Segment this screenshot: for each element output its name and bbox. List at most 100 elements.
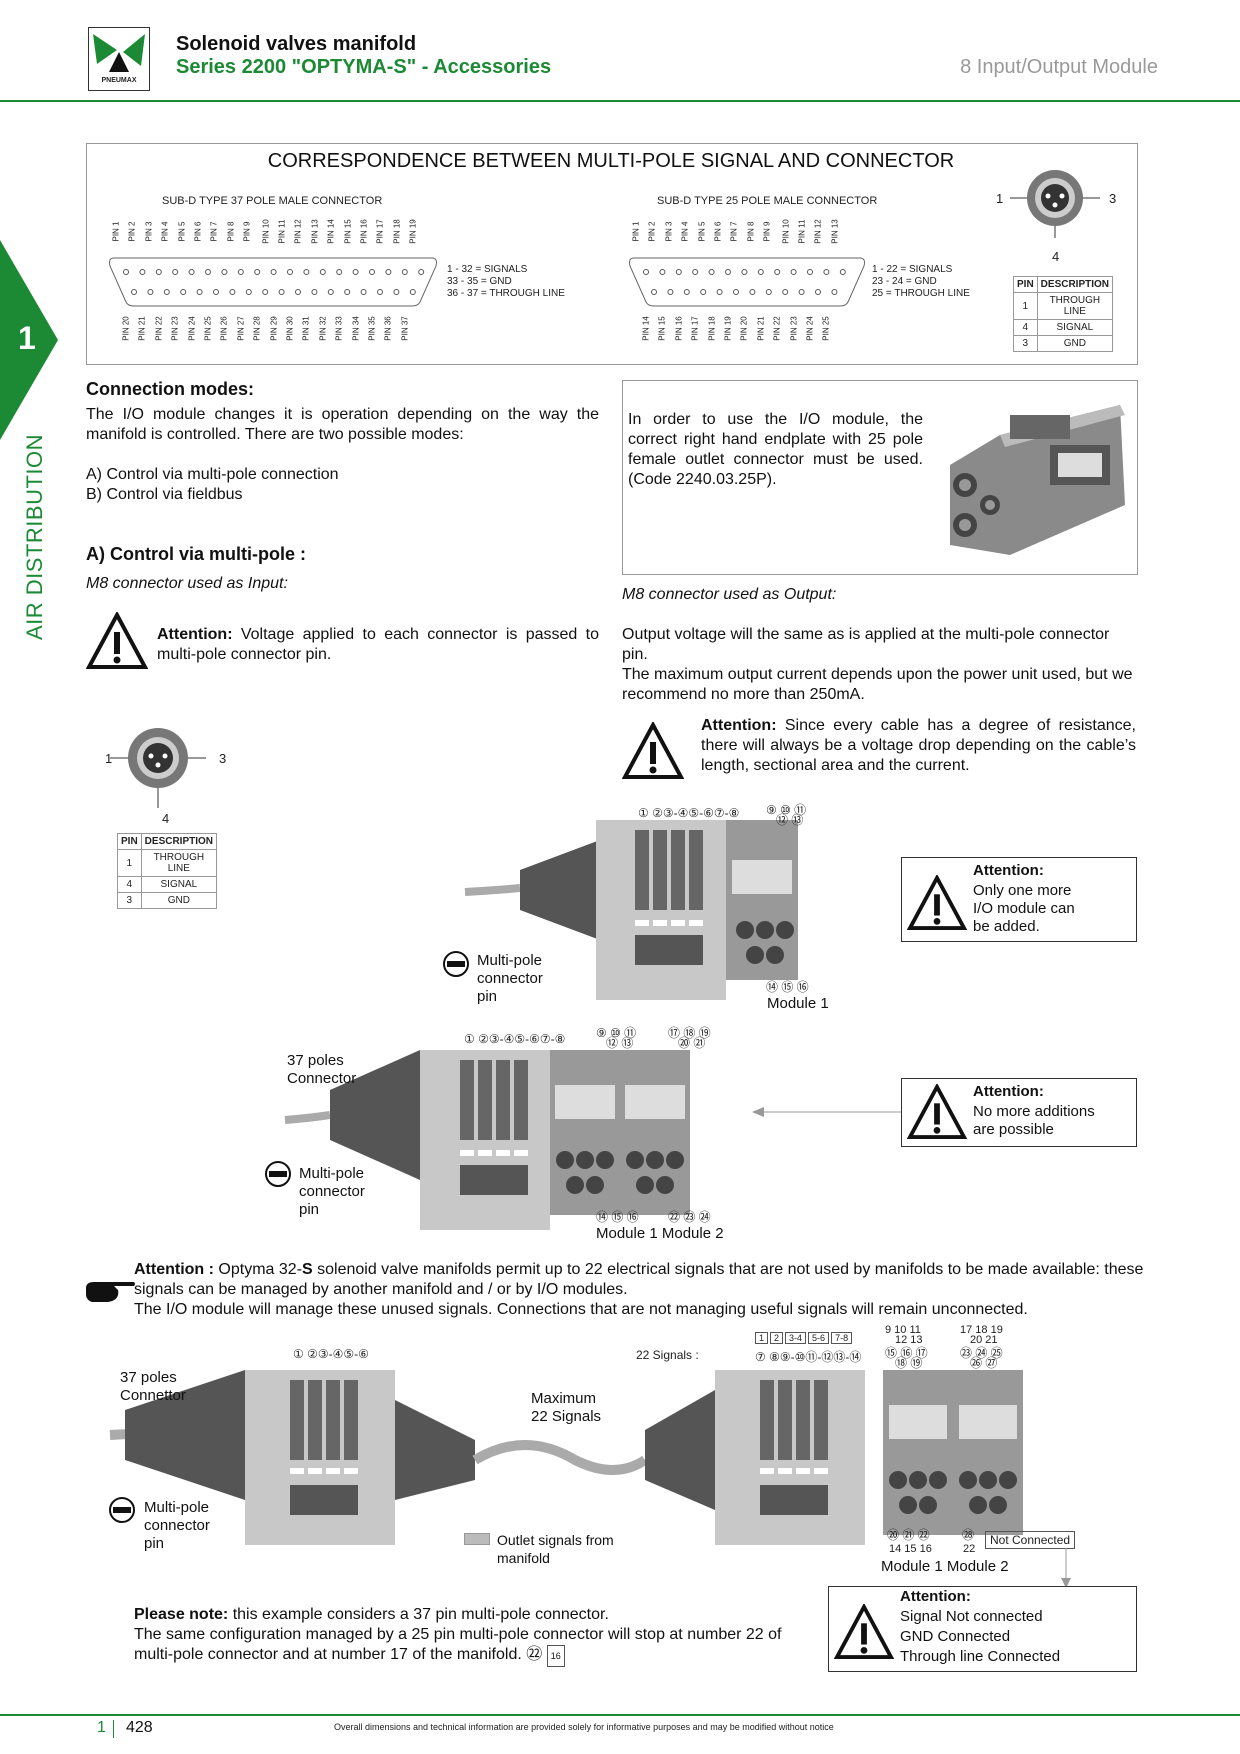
connector-pin-dot <box>303 269 310 275</box>
connector-pin-dot <box>659 269 666 275</box>
pin-label: PIN 21 <box>756 316 766 341</box>
pin-cell: 4 <box>1013 319 1038 336</box>
pin-label: PIN 10 <box>261 219 271 244</box>
d3-mod2-bottom: ㉘ <box>962 1528 975 1542</box>
attn-bold: Attention : <box>134 1261 214 1278</box>
desc-cell: GND <box>140 892 218 909</box>
correspondence-panel <box>86 143 1138 365</box>
pin-label: PIN 33 <box>334 316 344 341</box>
d3-mod1-mid2: ⑱ ⑲ <box>895 1356 923 1370</box>
connector-pin-dot <box>815 289 821 295</box>
m8-pin3-label: 3 <box>219 751 227 766</box>
pin-label: PIN 17 <box>690 316 700 341</box>
connector-pin-dot <box>733 289 739 295</box>
sq-num: 5-6 <box>808 1332 830 1344</box>
m8-pin3-label: 3 <box>1109 191 1117 206</box>
d2-connector-label: 37 poles Connector <box>287 1052 357 1087</box>
connector-pin-dot <box>237 269 244 275</box>
desc-cell: GND <box>1036 335 1114 352</box>
pin-label: PIN 14 <box>641 316 651 341</box>
brand-logo: PNEUMAX <box>88 27 150 91</box>
note-circle-num: ㉒ <box>526 1646 543 1663</box>
manifold-diagram-3 <box>109 1370 1023 1545</box>
attn-bold: Attention: <box>157 626 233 643</box>
outlet-signals-label: Outlet signals from manifold <box>497 1532 614 1566</box>
desc-cell: SIGNAL <box>1036 319 1114 336</box>
pin-label: PIN 4 <box>160 221 170 242</box>
pin-label: PIN 19 <box>723 316 733 341</box>
note-square-num: 16 <box>546 1645 565 1667</box>
warning-icon <box>907 1084 967 1140</box>
pin-label: PIN 9 <box>762 221 772 242</box>
legend-line: 33 - 35 = GND <box>447 276 512 287</box>
pin-label: PIN 21 <box>138 316 148 341</box>
mode-b: B) Control via fieldbus <box>86 486 243 503</box>
d2-module1-top: ⑨ ⑩ ⑪ <box>596 1026 637 1040</box>
attn-text: Optyma 32- <box>213 1261 303 1278</box>
connector-pin-dot <box>651 289 657 295</box>
connector-pin-dot <box>790 269 797 275</box>
connector-pin-dot <box>377 289 383 295</box>
connector-pin-dot <box>418 269 425 275</box>
pin-label: PIN 22 <box>154 316 164 341</box>
pin-label: PIN 11 <box>797 219 807 244</box>
side-label: AIR DISTRIBUTION <box>22 433 47 640</box>
connector-pin-dot <box>188 269 195 275</box>
pin-cell: 3 <box>1013 335 1038 352</box>
pin-label: PIN 1 <box>631 221 641 242</box>
not-connected-label: Not Connected <box>985 1531 1076 1549</box>
connector-pin-dot <box>327 289 334 295</box>
pin-cell: 1 <box>117 849 142 877</box>
connector-pin-dot <box>319 269 326 275</box>
chapter-number: 1 <box>18 320 36 356</box>
pin-label: PIN 14 <box>326 219 336 244</box>
connector-pin-dot <box>352 269 359 275</box>
sub25-connector-icon <box>629 257 865 307</box>
legend-line: 25 = THROUGH LINE <box>872 288 970 299</box>
d1-module-top-numbers-2: ⑫ ⑬ <box>776 813 804 827</box>
connector-pin-dot <box>205 269 211 275</box>
input-attention: Attention: Voltage applied to each conne… <box>157 625 599 665</box>
connector-pin-dot <box>270 269 277 275</box>
pin-label: PIN 2 <box>127 221 137 242</box>
sq-num: 2 <box>770 1332 784 1344</box>
legend-line: 1 - 22 = SIGNALS <box>872 264 953 275</box>
d3-attention-l2: GND Connected <box>900 1628 1011 1645</box>
pin-label: PIN 15 <box>658 316 668 341</box>
attention-note-2: The I/O module will manage these unused … <box>134 1301 1028 1318</box>
d3-mod2-bottom2: 22 <box>963 1543 976 1555</box>
d3-22-signals: 22 Signals : <box>636 1348 699 1362</box>
note-bold: Please note: <box>134 1606 229 1623</box>
connector-pin-dot <box>278 289 285 295</box>
d3-mod1-mid: ⑮ ⑯ ⑰ <box>885 1346 928 1360</box>
d3-mod2-mid2: ㉖ ㉗ <box>970 1356 998 1370</box>
d3-connector-label: 37 poles Connettor <box>120 1369 186 1404</box>
pin-label: PIN 18 <box>707 316 717 341</box>
warning-icon <box>622 722 684 779</box>
attention-note: Attention : Optyma 32-S solenoid valve m… <box>134 1260 1144 1300</box>
th-pin: PIN <box>1013 276 1038 293</box>
m8-pin1-label: 1 <box>105 751 113 766</box>
pin-label: PIN 12 <box>294 219 304 244</box>
sub37-label: SUB-D TYPE 37 POLE MALE CONNECTOR <box>162 195 383 207</box>
multipole-pin-icon <box>443 951 469 977</box>
sub25-legend: 1 - 22 = SIGNALS 23 - 24 = GND 25 = THRO… <box>872 264 970 300</box>
connector-pin-dot <box>749 289 756 295</box>
connection-para: The I/O module changes it is operation d… <box>86 406 599 443</box>
pin-cell: 1 <box>1013 292 1038 320</box>
d1-valve-numbers: ① ②③-④⑤-⑥⑦-⑧ <box>638 806 740 820</box>
attn-text: Since every cable has a degree of resist… <box>701 717 1136 774</box>
manifold-diagram-1 <box>464 820 798 1000</box>
connector-pin-dot <box>385 269 392 275</box>
pin-label: PIN 11 <box>277 219 287 244</box>
d2-module-labels: Module 1 Module 2 <box>596 1225 724 1242</box>
d1-module-label: Module 1 <box>767 995 829 1012</box>
pin-label: PIN 31 <box>302 316 312 341</box>
please-note: Please note: this example considers a 37… <box>134 1605 814 1667</box>
connector-pin-dot <box>155 269 162 275</box>
mode-a: A) Control via multi-pole connection <box>86 466 339 483</box>
outlet-signal-swatch <box>464 1533 490 1545</box>
pin-label: PIN 32 <box>318 316 328 341</box>
